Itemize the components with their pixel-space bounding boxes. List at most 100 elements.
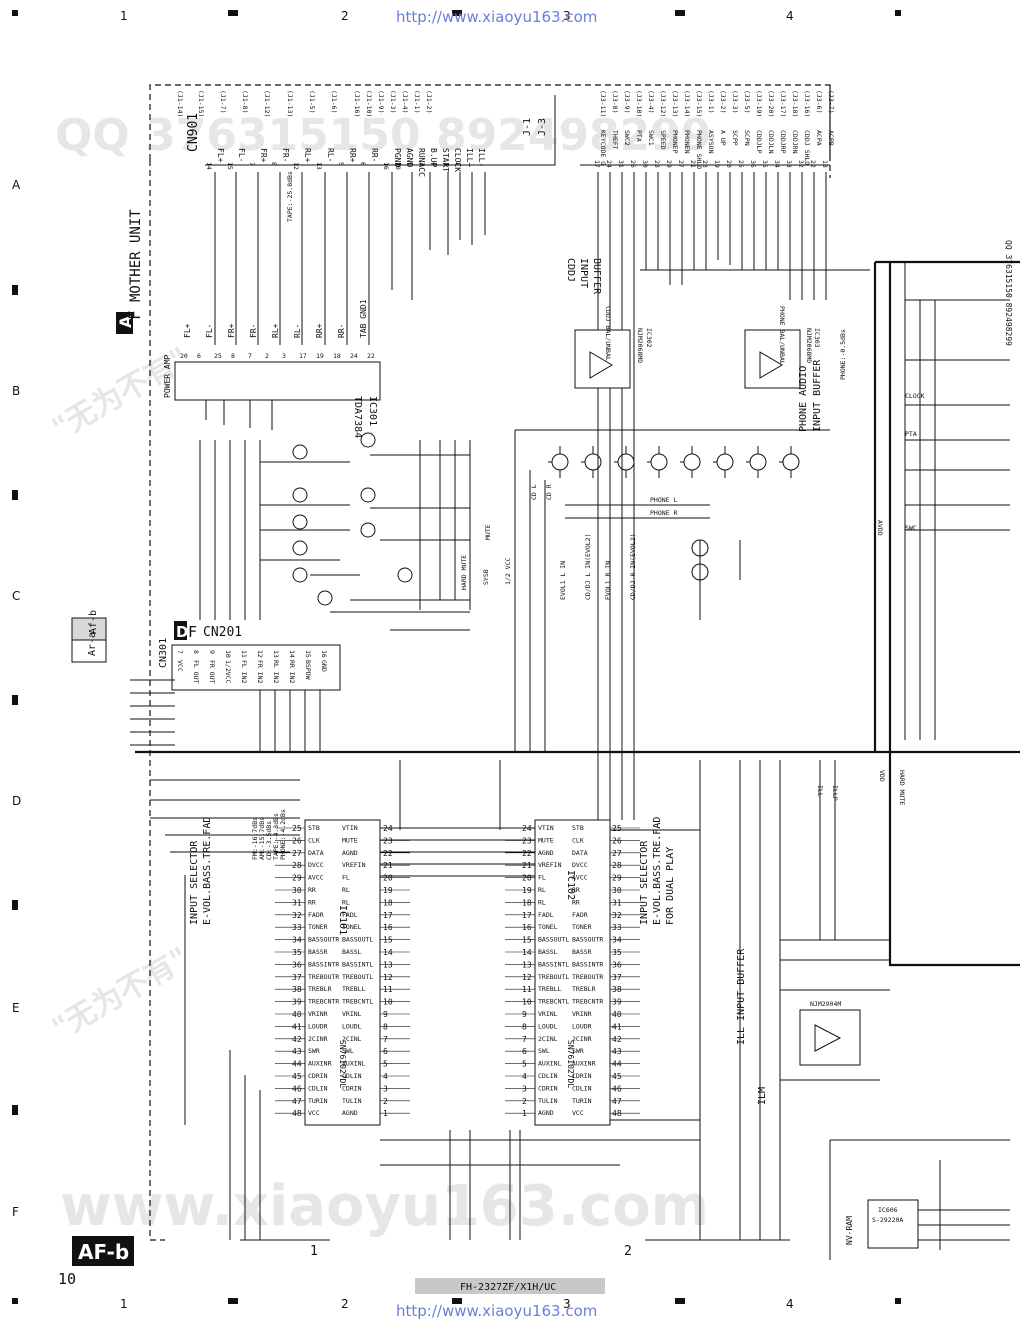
cn901-pin-name: SCPP [731, 130, 739, 146]
ic102-body [534, 819, 611, 1126]
cn901-pin-number: 5 [337, 162, 345, 166]
ic-pin-number: 10 [383, 998, 393, 1007]
ic-pin-name: BASSINTR [572, 960, 603, 968]
ic-pin-name: CDLIN [308, 1084, 328, 1092]
ic-pin-name: TREBCNTL [538, 998, 569, 1006]
cn301-pin-name: RL IN2 [272, 660, 280, 684]
ic-pin-name: VRINR [308, 1010, 328, 1018]
switch-wires: PHONE L PHONE R CD L CD R CD/DJ L IN(EVO… [460, 429, 830, 752]
cn901-pin-number: 24 [605, 160, 613, 168]
cn201-letter-d: D [176, 623, 188, 641]
cn901-pin-ref: (J3-3) [731, 90, 739, 113]
ic-pin-number: 5 [522, 1060, 527, 1069]
ic-pin-name: VTIN [342, 824, 358, 832]
cn301-pin-number: 11 [240, 650, 248, 658]
cn901-body-left [205, 95, 556, 166]
model-bar [415, 1278, 605, 1294]
ic301-output-label: TAB GND1 [359, 299, 368, 338]
ic301-pin-number: 2 [265, 352, 269, 360]
ic-pin-name: TREBOUTR [308, 973, 339, 981]
input-level-note: AM:-15.7dBs [258, 817, 266, 860]
ic-pin-number: 32 [612, 911, 622, 920]
ic301-output-label: RL- [293, 324, 302, 338]
cn901-pin-name: SCPN [743, 130, 751, 146]
ic-pin-number: 1 [383, 1109, 388, 1118]
ic-pin-name: VRINR [572, 1010, 592, 1018]
cddj-rin-label: CD/DJ R IN(EVOL2) [629, 533, 637, 600]
cn901-pin-ref: (J3-6) [815, 90, 823, 113]
ic301-output-label: RL+ [271, 323, 280, 338]
cn901-pin-ref: (J1-2) [425, 90, 433, 113]
ic-pin-name: SWR [308, 1047, 320, 1055]
switch-transistor [551, 453, 569, 471]
ic-pin-name: RL [342, 898, 350, 906]
url-top: http://www.xiaoyu163.com [396, 8, 597, 26]
cn901-pin-name: PHONEP [671, 130, 679, 154]
ic-pin-name: RR [572, 886, 580, 894]
ic302-cddj-buffer: NJM2068MD IC302 CDDJ INPUT BUFFER CDDJ B… [565, 258, 653, 389]
cn901-pin-ref: (J3-17) [779, 90, 787, 117]
cn901-pin-name: KEYCODE G [599, 130, 607, 165]
cn901-pin-number: 10 [394, 162, 402, 170]
ic-pin-number: 12 [383, 973, 393, 982]
swc-label: SWC [905, 524, 917, 532]
ic-pin-name: TREBOUTR [572, 973, 603, 981]
ic301-pin-number: 7 [248, 352, 252, 360]
ic-pin-number: 30 [292, 886, 302, 895]
cn901-pin-ref: (J3-20) [767, 90, 775, 117]
ic301-pin-number: 3 [282, 352, 286, 360]
ic-pin-number: 43 [612, 1047, 622, 1056]
ill-label: ILL [816, 785, 824, 797]
ic301-output-label: FL- [205, 324, 214, 338]
ic-pin-number: 6 [383, 1047, 388, 1056]
cn901-pin-ref: (J3-2) [719, 90, 727, 113]
ic-pin-number: 36 [292, 960, 302, 969]
ic302-part: NJM2068MD [636, 328, 644, 363]
switch-transistor-leads [647, 446, 660, 478]
ic-pin-name: TREBLL [342, 985, 366, 993]
cn901-pin-ref: (J3-11) [599, 90, 607, 117]
cn901-pin-name: A UP [719, 130, 727, 146]
ic102-label-3: FOR DUAL PLAY [665, 847, 676, 925]
switch-transistor-leads [779, 446, 792, 478]
watermark-cn: "无为不有" [47, 341, 195, 447]
illp-label: ILLP [831, 785, 839, 801]
ic-pin-name: AVCC [308, 874, 324, 882]
cn901-pin-name: B.UP [429, 148, 438, 167]
ic301-output-label: FR+ [227, 323, 236, 338]
ic-pin-number: 11 [522, 985, 532, 994]
board-outline-top [149, 84, 831, 178]
cn301-pin-name: FR IN2 [256, 660, 264, 684]
ic-pin-name: DVCC [572, 861, 588, 869]
ic-pin-number: 47 [612, 1097, 622, 1106]
switch-transistor-leads [614, 446, 627, 478]
cn901-pin-ref: (J1-13) [286, 90, 294, 117]
ill-buffer-label: ILL INPUT BUFFER [736, 948, 747, 1045]
ic301-output-label: FL+ [183, 323, 192, 338]
cn901-pin-number: 18 [821, 160, 829, 168]
ic-pin-number: 41 [292, 1022, 302, 1031]
ic-pin-name: SWL [342, 1047, 354, 1055]
ic-pin-number: 35 [612, 948, 622, 957]
ic-pin-number: 2 [383, 1097, 388, 1106]
cn901-pin-ref: (J1-8) [241, 90, 249, 113]
input-level-note: FM:-16.7dBs [251, 817, 259, 860]
cn201-label: CN201 [203, 625, 242, 640]
ic-pin-name: BASSINTL [342, 960, 373, 968]
ic-pin-name: RR [308, 898, 316, 906]
ic-pin-number: 33 [292, 923, 302, 932]
ic-pin-number: 26 [612, 836, 622, 845]
ic-pin-name: FADR [308, 911, 324, 919]
grid-col-2: 2 [341, 9, 349, 23]
cn901-pin-name: THEFT [611, 130, 619, 150]
ic301-output-label: FR- [249, 324, 258, 338]
cn901-pin-ref: (J3-15) [695, 90, 703, 117]
ic-pin-name: STB [308, 824, 320, 832]
ic-pin-name: CDRIN [342, 1084, 362, 1092]
cn901-pin-name: RL- [326, 148, 335, 162]
nv-ram-label: NV-RAM [845, 1216, 854, 1245]
ic301-pin-number: 17 [299, 352, 307, 360]
cn901-right-pins: (J3-11)KEYCODE G17(J3-8)THEFT24(J3-9)SWC… [593, 90, 835, 169]
ic-pin-number: 4 [383, 1072, 388, 1081]
cn901-pin-number: 6 [359, 162, 367, 166]
